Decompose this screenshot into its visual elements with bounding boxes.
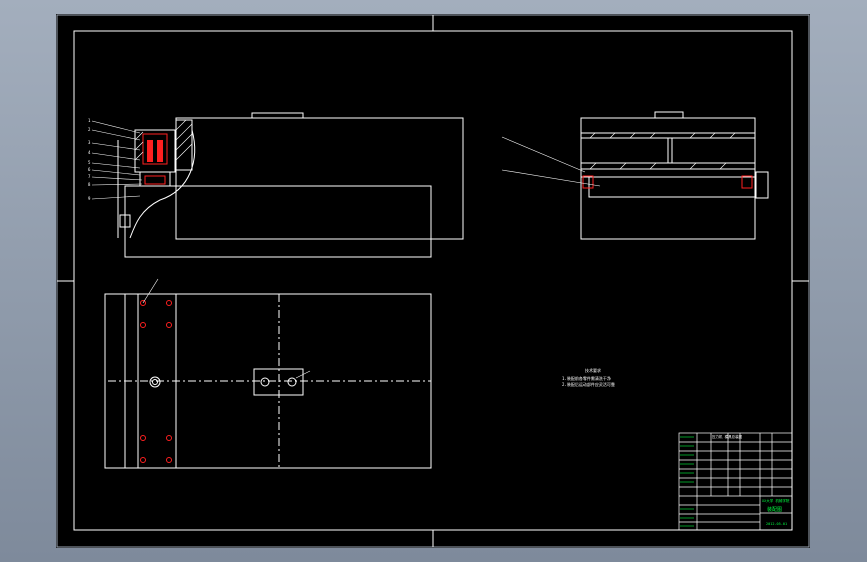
note-title: 技术要求	[585, 367, 601, 373]
technical-notes: 技术要求 1.装配前各零件需清洗干净 2.装配后运动部件应灵活可靠	[562, 367, 615, 387]
callout-8: 8	[88, 182, 91, 187]
note-line-2: 2.装配后运动部件应灵活可靠	[562, 381, 615, 387]
centering-marks	[57, 15, 809, 547]
callout-2: 2	[88, 127, 91, 132]
title-school: XX大学 机械学院	[762, 498, 790, 503]
sheet-background	[56, 14, 810, 548]
note-line-1: 1.装配前各零件需清洗干净	[562, 375, 611, 381]
callout-3: 3	[88, 140, 91, 145]
title-drawing-no: 装配图	[767, 506, 782, 513]
front-callout-labels: 1 2 3 4 5 6 7 8 9	[88, 118, 91, 201]
front-view-callouts	[91, 120, 143, 200]
callout-4: 4	[88, 150, 91, 155]
title-block[interactable]	[678, 432, 793, 531]
callout-9: 9	[88, 196, 91, 201]
title-part-name: 压力机 模具总装图	[712, 434, 743, 439]
callout-5: 5	[88, 160, 91, 165]
callout-1: 1	[88, 118, 91, 123]
top-view[interactable]	[104, 278, 432, 469]
title-date: 2012-05-01	[766, 522, 787, 526]
front-view[interactable]	[117, 112, 464, 258]
side-view[interactable]	[501, 111, 769, 240]
callout-7: 7	[88, 174, 91, 179]
callout-6: 6	[88, 167, 91, 172]
title-block-text: 压力机 模具总装图 XX大学 机械学院 装配图 2012-05-01	[712, 434, 790, 526]
